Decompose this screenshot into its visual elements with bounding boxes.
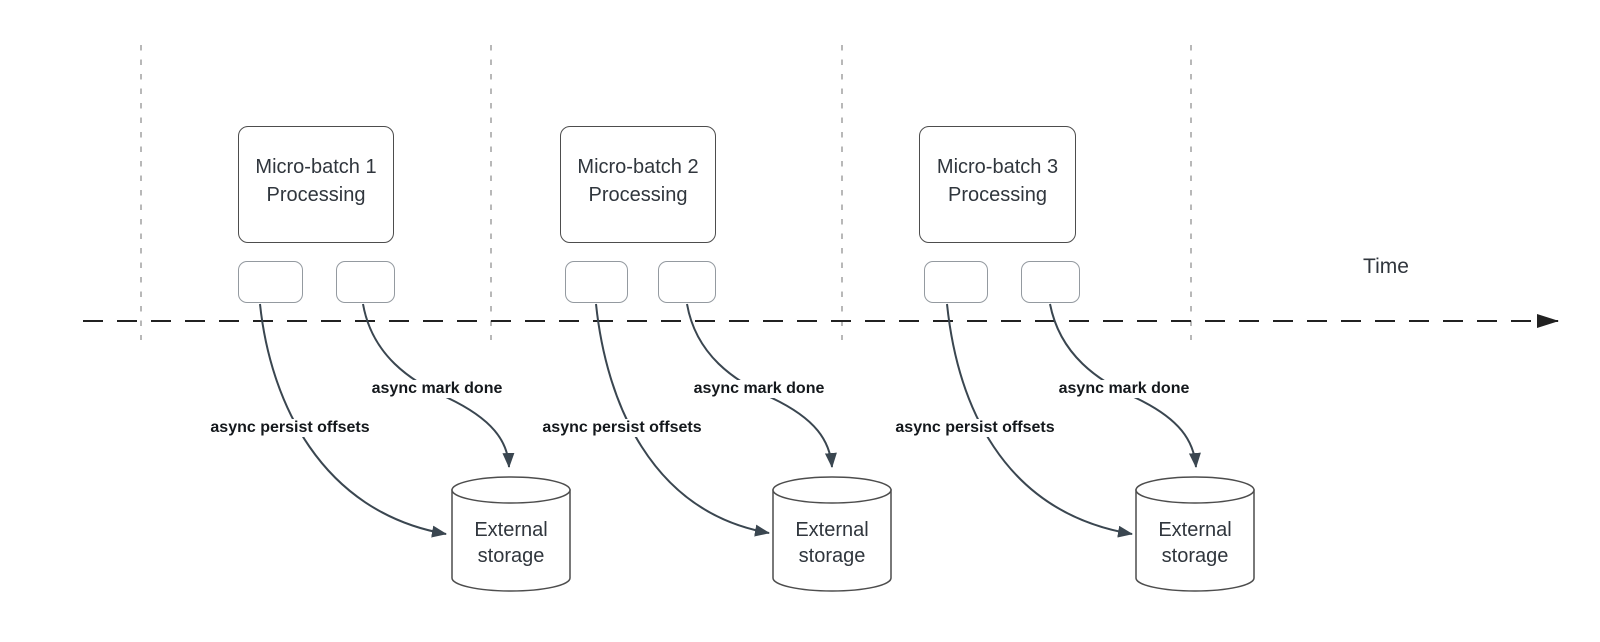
micro-batch-1-box: Micro-batch 1 Processing [238, 126, 394, 243]
micro-batch-3-offset-task-box [924, 261, 988, 303]
persist-offsets-label-1: async persist offsets [207, 419, 373, 437]
persist-offsets-curve-2 [595, 303, 770, 537]
micro-batch-1-offset-task-box [238, 261, 303, 303]
micro-batch-2-title: Micro-batch 2 Processing [577, 155, 699, 206]
micro-batch-3-box: Micro-batch 3 Processing [919, 126, 1076, 243]
micro-batch-2-done-task-box [658, 261, 716, 303]
external-storage-label-2: External storage [795, 519, 869, 567]
micro-batch-1-done-task-box [336, 261, 395, 303]
mark-done-label-2: async mark done [690, 380, 828, 398]
micro-batch-2-offset-task-box [565, 261, 628, 303]
external-storage-label-1: External storage [474, 519, 548, 567]
external-storage-cylinder-3 [1135, 476, 1255, 592]
persist-offsets-label-3: async persist offsets [892, 419, 1058, 437]
time-axis-label: Time [1363, 255, 1409, 278]
external-storage-cylinder-2 [772, 476, 892, 592]
persist-offsets-curve-3 [946, 303, 1133, 538]
micro-batch-1-title: Micro-batch 1 Processing [255, 155, 377, 206]
persist-offsets-label-2: async persist offsets [539, 419, 705, 437]
external-storage-label-3: External storage [1158, 519, 1232, 567]
micro-batch-2-box: Micro-batch 2 Processing [560, 126, 716, 243]
persist-offsets-curve-1 [259, 303, 447, 538]
mark-done-label-1: async mark done [368, 380, 506, 398]
micro-batch-3-title: Micro-batch 3 Processing [936, 155, 1059, 206]
external-storage-cylinder-1 [451, 476, 571, 592]
micro-batch-3-done-task-box [1021, 261, 1080, 303]
mark-done-label-3: async mark done [1055, 380, 1193, 398]
